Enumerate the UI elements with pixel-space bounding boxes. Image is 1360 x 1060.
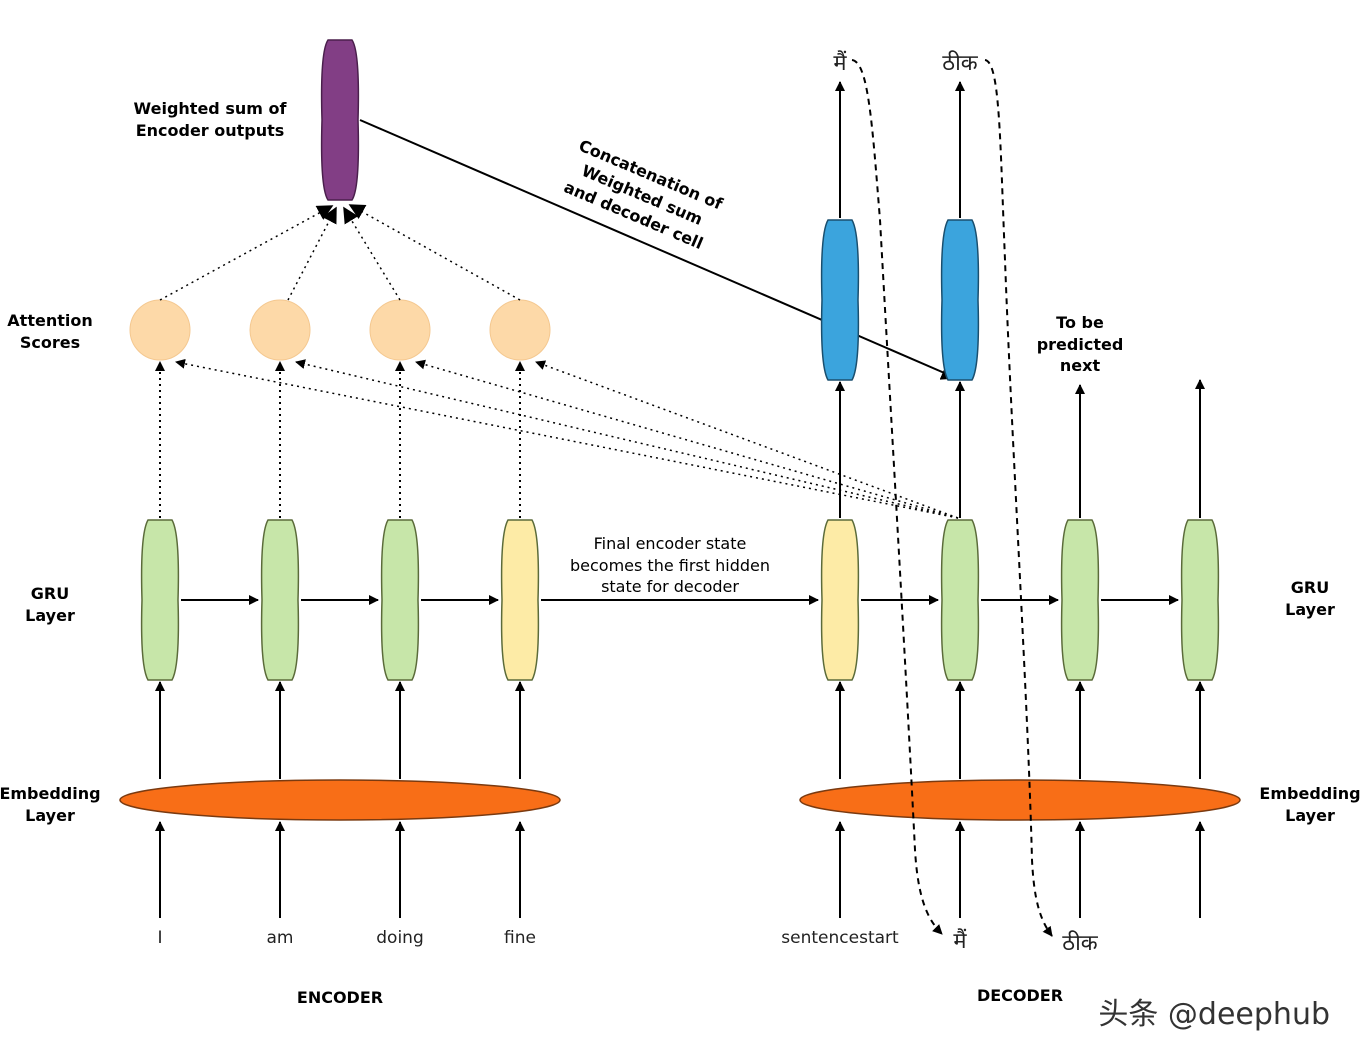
gru-cell-final (500, 519, 540, 681)
output-cell (940, 219, 980, 381)
attention-score (129, 299, 191, 361)
gru-cell (1180, 519, 1220, 681)
svg-text:sentencestart: sentencestart (781, 928, 899, 948)
svg-text:Weighted sum of: Weighted sum of (134, 99, 288, 118)
svg-text:Layer: Layer (25, 806, 75, 825)
label-attention-scores: Attention Scores (7, 311, 92, 352)
output-cell (820, 219, 860, 381)
svg-text:To be: To be (1056, 313, 1104, 332)
decoder-title: DECODER (977, 986, 1063, 1005)
svg-text:मैं: मैं (953, 928, 967, 954)
label-weighted-sum: Weighted sum of Encoder outputs (134, 99, 288, 140)
svg-text:state for decoder: state for decoder (601, 577, 739, 596)
attention-score (249, 299, 311, 361)
svg-text:predicted: predicted (1037, 335, 1124, 354)
attention-score-circles (129, 299, 551, 361)
svg-text:Layer: Layer (1285, 600, 1335, 619)
feedback-curves (851, 59, 1053, 937)
encoder-to-attention-arrows (155, 361, 525, 518)
encoder-embedding-layer (119, 779, 561, 821)
decoder-embedding-layer (799, 779, 1241, 821)
svg-text:GRU: GRU (1291, 578, 1329, 597)
gru-cell (260, 519, 300, 681)
attention-score (369, 299, 431, 361)
label-to-be-predicted: To be predicted next (1037, 313, 1124, 375)
encoder-title: ENCODER (297, 988, 383, 1007)
embedding-to-gru-arrows (155, 681, 1205, 779)
svg-text:Encoder outputs: Encoder outputs (136, 121, 285, 140)
svg-text:doing: doing (376, 928, 423, 948)
svg-text:am: am (267, 928, 294, 948)
decoder-gru-cells (820, 519, 1220, 681)
svg-text:ठीक: ठीक (942, 50, 978, 76)
gru-cell-initial (820, 519, 860, 681)
watermark: 头条 @deephub (1098, 997, 1330, 1032)
svg-text:becomes the first hidden: becomes the first hidden (570, 556, 770, 575)
decoder-to-attention-arrows (175, 358, 959, 519)
input-arrows (155, 821, 1205, 918)
decoder-input-words: sentencestart मैं ठीक (781, 928, 1098, 956)
label-embedding-left: Embedding Layer (0, 784, 101, 825)
encoder-input-words: I am doing fine (157, 928, 535, 948)
svg-text:ठीक: ठीक (1062, 930, 1098, 956)
label-embedding-right: Embedding Layer (1259, 784, 1360, 825)
svg-text:Layer: Layer (25, 606, 75, 625)
svg-text:Scores: Scores (20, 333, 80, 352)
gru-cell (940, 519, 980, 681)
label-concatenation: Concatenation of Weighted sum and decode… (561, 136, 726, 253)
svg-text:Embedding: Embedding (0, 784, 101, 803)
svg-text:Embedding: Embedding (1259, 784, 1360, 803)
decoder-output-words: मैं ठीक (833, 50, 978, 76)
svg-text:Attention: Attention (7, 311, 92, 330)
decoder-upward-arrows (835, 81, 1205, 518)
svg-text:fine: fine (504, 928, 536, 948)
attention-to-context-arrows (159, 204, 521, 301)
context-vector (320, 39, 360, 201)
gru-cell (140, 519, 180, 681)
encoder-gru-cells (140, 519, 540, 681)
decoder-output-cells (820, 219, 980, 381)
attention-score (489, 299, 551, 361)
label-final-state: Final encoder state becomes the first hi… (570, 534, 770, 596)
gru-cell (1060, 519, 1100, 681)
svg-text:GRU: GRU (31, 584, 69, 603)
label-gru-left: GRU Layer (25, 584, 75, 625)
svg-text:I: I (157, 928, 162, 948)
svg-text:Final encoder state: Final encoder state (594, 534, 747, 553)
label-gru-right: GRU Layer (1285, 578, 1335, 619)
gru-cell (380, 519, 420, 681)
svg-text:next: next (1060, 356, 1101, 375)
svg-text:Layer: Layer (1285, 806, 1335, 825)
concatenation-arrow (359, 119, 958, 380)
svg-text:मैं: मैं (833, 50, 847, 76)
